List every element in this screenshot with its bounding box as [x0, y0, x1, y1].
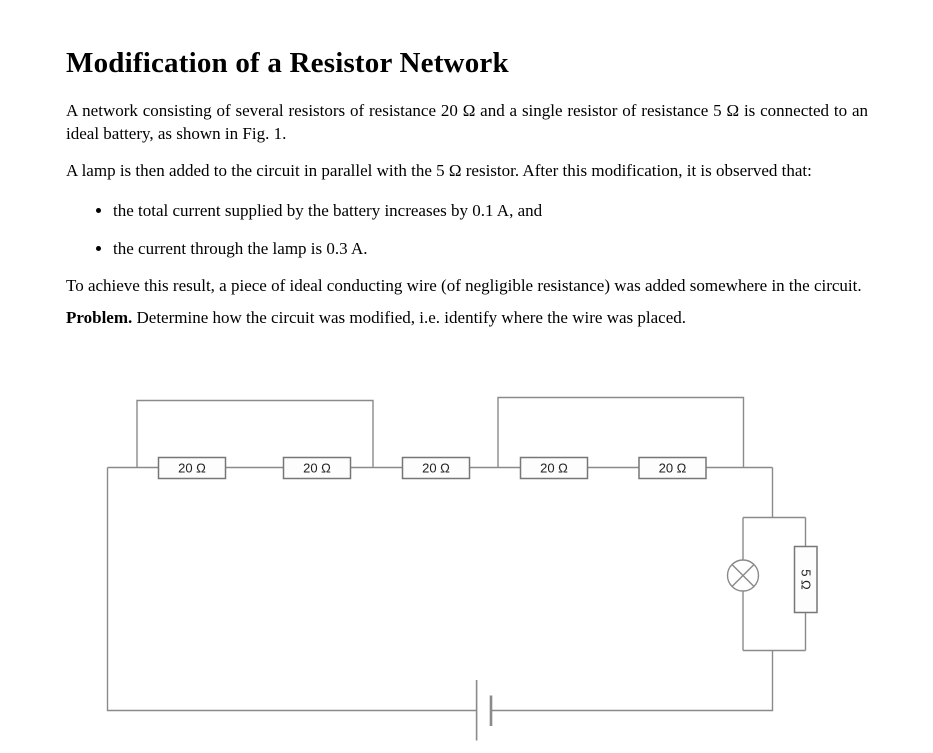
paragraph-problem: Problem. Determine how the circuit was m… [66, 306, 868, 329]
circuit-diagram: 20 Ω 20 Ω 20 Ω 20 Ω 20 Ω 5 Ω [106, 396, 818, 741]
list-item-current-increase: the total current supplied by the batter… [66, 199, 868, 222]
resistor-20ohm-2: 20 Ω [282, 456, 352, 480]
paragraph-lamp-added: A lamp is then added to the circuit in p… [66, 161, 812, 180]
resistor-20ohm-4: 20 Ω [519, 456, 589, 480]
resistor-label: 20 Ω [659, 461, 687, 476]
resistor-label: 20 Ω [422, 461, 450, 476]
bullet-icon [95, 245, 101, 251]
paragraph-wire-added: To achieve this result, a piece of ideal… [66, 276, 862, 295]
resistor-20ohm-5: 20 Ω [638, 456, 707, 480]
resistor-20ohm-1: 20 Ω [157, 456, 227, 480]
problem-document: Modification of a Resistor Network A net… [66, 46, 868, 329]
lamp-icon [726, 559, 760, 592]
observation-list: the total current supplied by the batter… [66, 199, 868, 260]
paragraph-network-intro: A network consisting of several resistor… [66, 101, 868, 143]
page-title: Modification of a Resistor Network [66, 47, 509, 79]
resistor-5ohm: 5 Ω [793, 545, 818, 614]
resistor-label: 5 Ω [798, 569, 813, 590]
list-item-text: the total current supplied by the batter… [113, 201, 543, 220]
resistor-label: 20 Ω [178, 461, 206, 476]
problem-text: Determine how the circuit was modified, … [136, 308, 686, 327]
resistor-label: 20 Ω [303, 461, 331, 476]
resistor-20ohm-3: 20 Ω [401, 456, 471, 480]
list-item-text: the current through the lamp is 0.3 A. [113, 239, 368, 258]
battery-icon [475, 680, 493, 741]
problem-label: Problem. [66, 308, 133, 327]
circuit-wires [106, 396, 807, 712]
list-item-lamp-current: the current through the lamp is 0.3 A. [66, 237, 868, 260]
bullet-icon [95, 207, 101, 213]
resistor-label: 20 Ω [540, 461, 568, 476]
